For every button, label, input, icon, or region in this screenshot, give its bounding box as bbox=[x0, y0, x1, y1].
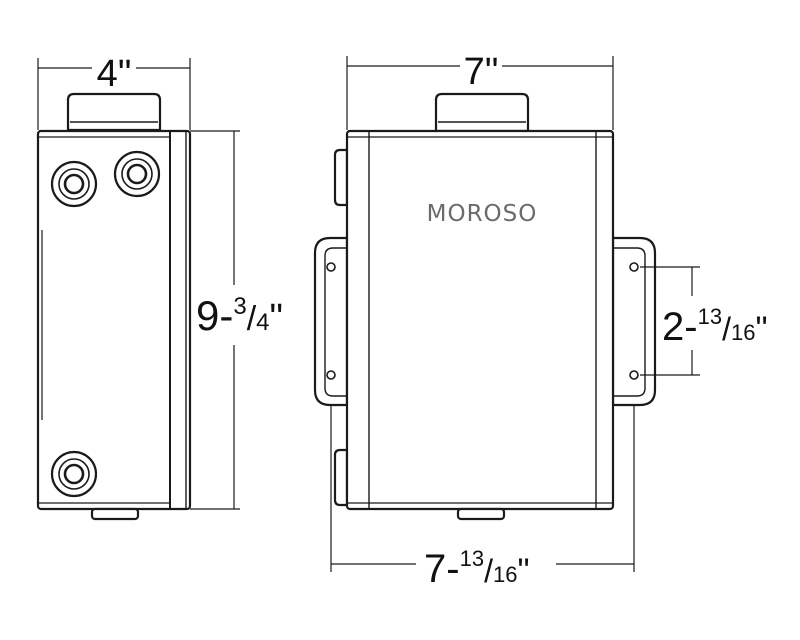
side-fitting-stubs bbox=[333, 148, 349, 507]
dimension-label-side-width: 4" bbox=[97, 53, 132, 95]
dimension-side-width: 4" bbox=[37, 53, 191, 130]
side-view-body bbox=[36, 129, 192, 511]
front-view-drain bbox=[456, 507, 506, 521]
side-view bbox=[36, 92, 192, 521]
mount-hole-icon bbox=[326, 262, 336, 272]
fitting-icon bbox=[113, 150, 161, 198]
dimension-front-width: 7" bbox=[346, 51, 614, 130]
mount-hole-icon bbox=[629, 370, 639, 380]
fitting-icon bbox=[50, 160, 98, 208]
mounting-bracket-left bbox=[313, 236, 349, 407]
mount-hole-icon bbox=[629, 262, 639, 272]
front-view: MOROSO bbox=[313, 92, 657, 521]
side-view-cap bbox=[66, 92, 162, 132]
dimension-label-hole-spacing: 2-13/16" bbox=[662, 304, 768, 349]
side-view-drain bbox=[90, 507, 140, 521]
brand-logo: MOROSO bbox=[427, 201, 538, 227]
dimension-label-front-width: 7" bbox=[464, 51, 499, 93]
front-view-body bbox=[345, 129, 615, 511]
dimension-label-bracket-width: 7-13/16" bbox=[424, 546, 530, 591]
front-view-cap bbox=[434, 92, 530, 133]
mounting-bracket-right bbox=[611, 236, 657, 407]
fitting-icon bbox=[50, 450, 98, 498]
dimension-label-height: 9-3/4" bbox=[196, 292, 283, 339]
dimension-hole-spacing: 2-13/16" bbox=[640, 266, 768, 376]
dimension-height: 9-3/4" bbox=[190, 130, 283, 510]
dimension-bracket-width: 7-13/16" bbox=[330, 405, 635, 591]
mount-hole-icon bbox=[326, 370, 336, 380]
